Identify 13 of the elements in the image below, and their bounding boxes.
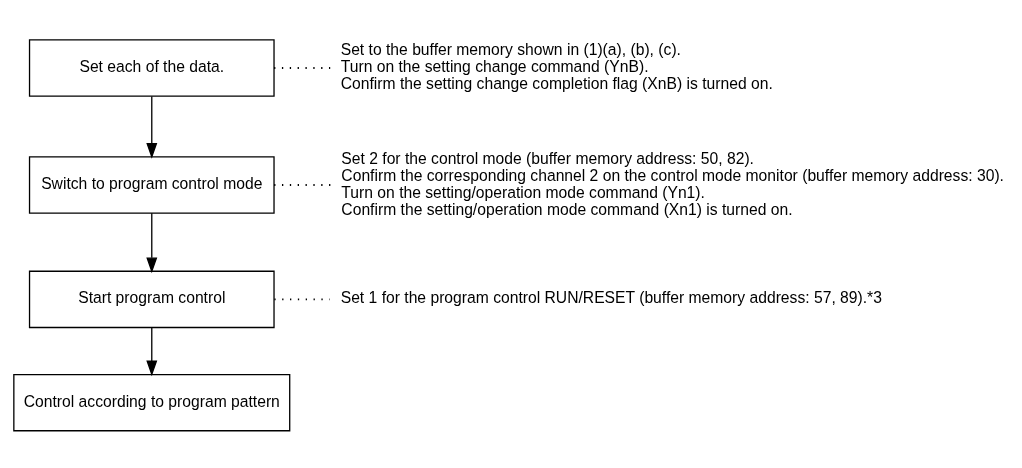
- connector: [273, 298, 331, 301]
- connector: [273, 184, 332, 186]
- node-box: Switch to program control mode: [28, 156, 275, 214]
- arrow: [146, 327, 158, 377]
- node-box: Control according to program pattern: [13, 373, 291, 432]
- arrow: [146, 95, 158, 159]
- node-box: Set each of the data.: [28, 39, 275, 97]
- node-box: Start program control: [28, 270, 275, 329]
- node-text: Set 2 for the control mode (buffer memory address: 50, 82). Confirm the corresponding channel 2 on the control mode monitor (buffer memory address: 30). Turn on the setting/operation mode command (Yn1). Confirm the setting/operation mode command (Xn1) is turned on.: [341, 149, 1004, 218]
- connector: [273, 66, 332, 69]
- node-text: Set 1 for the program control RUN/RESET (buffer memory address: 57, 89).*3: [340, 289, 882, 307]
- node-text: Set to the buffer memory shown in (1)(a), (b), (c). Turn on the setting change command (YnB). Confirm the setting change completion flag (XnB) is turned on.: [340, 41, 773, 92]
- arrow: [146, 212, 158, 274]
